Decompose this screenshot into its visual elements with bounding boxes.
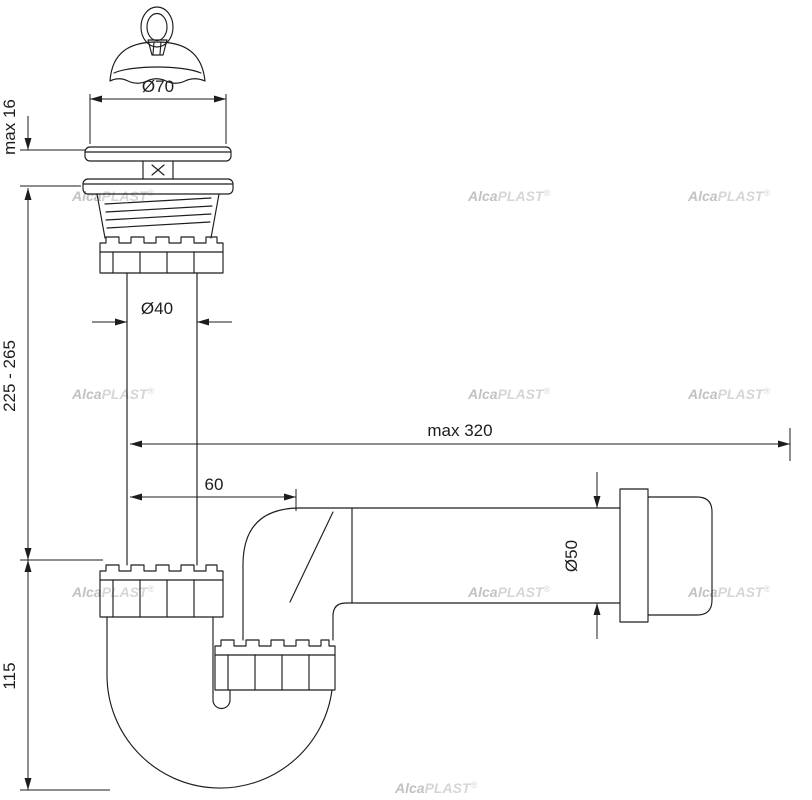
socket-body xyxy=(647,496,713,616)
dim-trap-height: 115 xyxy=(0,560,110,791)
elbow-joint-seam xyxy=(289,511,334,603)
dim-label-d40: Ø40 xyxy=(141,299,173,318)
trap-inner-profile xyxy=(212,616,231,709)
dim-pipe-diameter: Ø40 xyxy=(92,299,232,326)
dim-label-60: 60 xyxy=(205,475,224,494)
dim-label-max320: max 320 xyxy=(427,421,492,440)
nut-ribs xyxy=(112,579,195,618)
nut-ribs xyxy=(112,251,195,274)
dim-adjust-range: 225 - 265 xyxy=(0,188,103,561)
nut-body xyxy=(99,564,224,618)
dim-label-d50: Ø50 xyxy=(562,540,581,572)
watermark: AlcaPLAST® xyxy=(394,780,477,796)
dim-flange-diameter: Ø70 xyxy=(89,77,227,144)
dim-label-d70: Ø70 xyxy=(142,77,174,96)
socket-ring xyxy=(619,488,649,623)
extension-lines xyxy=(20,149,86,187)
watermark: AlcaPLAST® xyxy=(467,188,550,204)
outlet-elbow-pipe xyxy=(242,507,621,641)
dim-flange-height: max 16 xyxy=(0,99,86,187)
thread-lines xyxy=(104,197,213,229)
watermark: AlcaPLAST® xyxy=(687,386,770,402)
pull-ring-outer xyxy=(140,6,174,48)
nut-body xyxy=(214,639,336,691)
dim-outlet-reach: max 320 xyxy=(130,421,791,461)
flange-upper-disc xyxy=(84,146,232,162)
watermark: AlcaPLAST® xyxy=(71,188,154,204)
watermark: AlcaPLAST® xyxy=(687,188,770,204)
watermark-layer: AlcaPLAST® AlcaPLAST® AlcaPLAST® AlcaPLA… xyxy=(71,188,770,796)
flange-screw-cross xyxy=(151,164,165,176)
elbow-outer-top xyxy=(242,507,621,641)
dim-outlet-diameter: Ø50 xyxy=(562,472,601,639)
nut-body xyxy=(99,236,224,274)
drain-flange xyxy=(82,146,234,195)
dim-label-max16: max 16 xyxy=(0,99,19,155)
trap-outer-profile xyxy=(106,616,333,789)
dim-label-225-265: 225 - 265 xyxy=(0,340,19,412)
watermark: AlcaPLAST® xyxy=(687,584,770,600)
trap-u-bend xyxy=(106,616,333,789)
watermark: AlcaPLAST® xyxy=(467,386,550,402)
ring-holder xyxy=(147,39,168,56)
dim-label-115: 115 xyxy=(0,662,19,689)
union-nut-upper xyxy=(99,236,224,274)
taper-right xyxy=(210,193,220,239)
stopper-skirt xyxy=(109,78,206,84)
stopper-dome xyxy=(109,41,206,82)
union-nut-middle xyxy=(99,564,224,618)
watermark: AlcaPLAST® xyxy=(71,386,154,402)
union-nut-outlet xyxy=(214,639,336,691)
flange-hub xyxy=(142,160,174,180)
threaded-tailpiece xyxy=(96,193,220,239)
ring-holder-lines xyxy=(152,41,162,55)
flange-lower-disc xyxy=(82,178,234,195)
dim-elbow-offset: 60 xyxy=(130,475,297,511)
elbow-inner-bottom xyxy=(332,602,621,641)
wall-socket xyxy=(619,488,713,623)
taper-left xyxy=(96,193,106,239)
stopper-rim-line xyxy=(113,66,202,74)
watermark: AlcaPLAST® xyxy=(467,584,550,600)
nut-ribs xyxy=(227,654,310,691)
stopper-assembly xyxy=(109,6,206,84)
